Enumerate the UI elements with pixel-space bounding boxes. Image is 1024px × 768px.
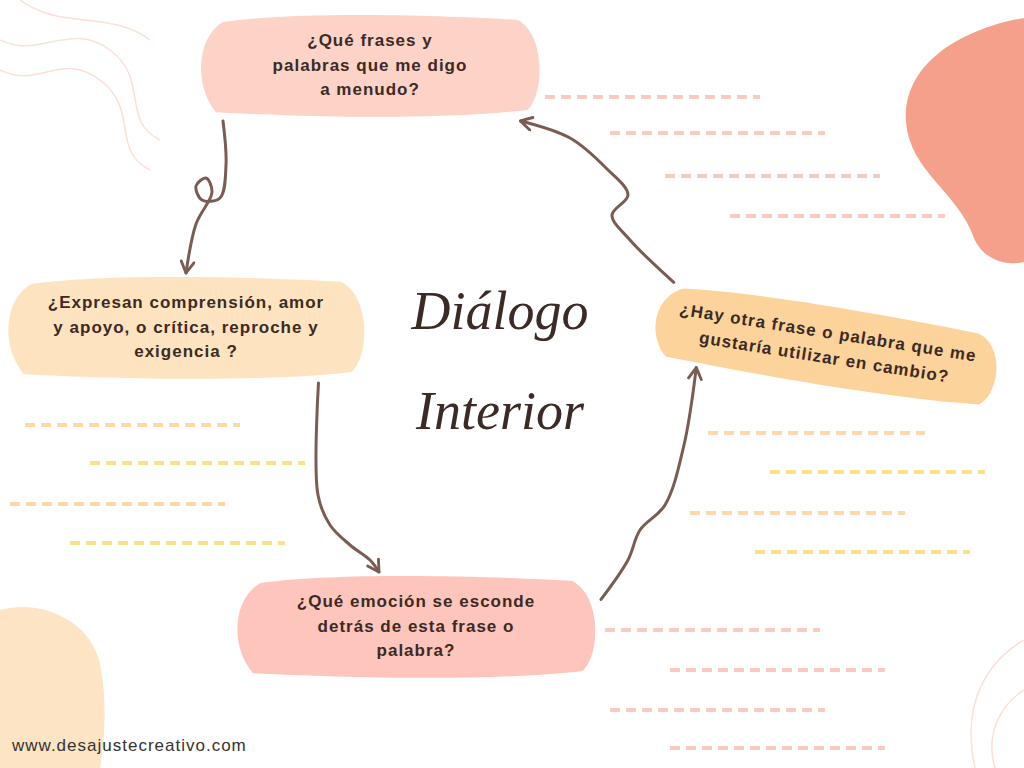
dashed-line <box>690 511 905 515</box>
dashed-lines <box>10 97 985 748</box>
website-url: www.desajustecreativo.com <box>12 736 247 756</box>
diagram-title: Diálogo Interior <box>390 262 610 462</box>
cycle-arrow <box>186 121 226 273</box>
bubble-fill <box>237 576 595 678</box>
wavy-line <box>0 38 160 140</box>
dashed-line <box>605 628 820 632</box>
bubble-fill <box>201 15 540 117</box>
question-text: ¿Expresan comprensión, amor y apoyo, o c… <box>41 291 331 365</box>
question-text: ¿Qué emoción se esconde detrás de esta f… <box>281 590 551 664</box>
cycle-arrow <box>521 121 674 282</box>
corner-blob <box>906 18 1024 263</box>
dashed-line <box>70 541 285 545</box>
dashed-line <box>770 470 985 474</box>
wavy-line <box>992 690 1024 768</box>
dashed-line <box>90 461 305 465</box>
bubble-fill <box>8 277 364 379</box>
dashed-line <box>665 174 880 178</box>
cycle-arrow <box>316 383 379 572</box>
question-bubble: ¿Qué frases y palabras que me digo a men… <box>195 11 545 121</box>
dashed-line <box>10 502 225 506</box>
wavy-line <box>971 640 1024 768</box>
dashed-line <box>670 746 885 750</box>
dashed-line <box>670 668 885 672</box>
bubble-fill <box>650 279 1002 411</box>
wavy-line <box>20 0 150 40</box>
dashed-line <box>755 550 970 554</box>
question-text: ¿Qué frases y palabras que me digo a men… <box>270 29 470 103</box>
dashed-line <box>708 431 925 435</box>
wavy-line <box>0 68 150 170</box>
dashed-line <box>730 214 945 218</box>
question-bubble: ¿Expresan comprensión, amor y apoyo, o c… <box>2 273 370 383</box>
question-bubble: ¿Hay otra frase o palabra que me gustarí… <box>644 275 1009 415</box>
dashed-line <box>25 423 240 427</box>
dashed-line <box>610 708 825 712</box>
cycle-arrow <box>601 368 696 600</box>
dashed-line <box>545 95 760 99</box>
question-bubble: ¿Qué emoción se esconde detrás de esta f… <box>231 572 601 682</box>
dashed-line <box>610 131 825 135</box>
